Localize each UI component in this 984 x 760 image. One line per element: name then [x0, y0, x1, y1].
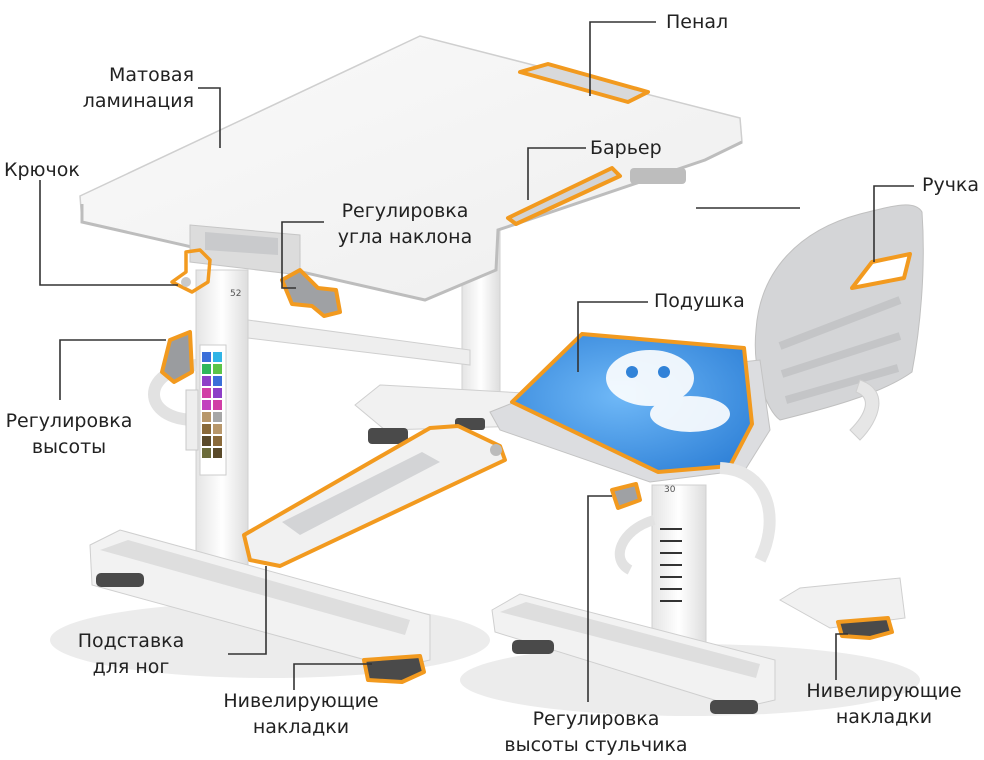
leader-footrest — [228, 566, 267, 655]
label-matte-line1: Матовая — [109, 64, 194, 86]
desk: 52 — [79, 35, 743, 684]
chair: 30 — [489, 204, 924, 714]
height-lever — [160, 330, 194, 384]
desk-height-scale — [199, 344, 227, 476]
leader-penal — [589, 21, 656, 96]
label-pads-left-line1: Нивелирующие — [223, 690, 379, 712]
desk-top-edge — [80, 140, 743, 302]
label-chair-height-adjust: Регулировка высоты стульчика — [496, 706, 696, 758]
hook — [170, 248, 212, 294]
label-chair-height-line1: Регулировка — [532, 708, 660, 730]
leader-handle — [873, 185, 914, 262]
leveling-pad-left — [362, 654, 426, 684]
label-height-line2: высоты — [31, 436, 107, 458]
label-chair-height-line2: высоты стульчика — [504, 734, 688, 756]
label-matte-lamination: Матовая ламинация — [70, 62, 194, 114]
label-footrest: Подставка для ног — [66, 628, 196, 680]
label-pads-left-line2: накладки — [252, 716, 350, 738]
leader-lines — [39, 21, 914, 702]
chair-scale-number: 30 — [664, 485, 676, 495]
chair-back-base — [779, 577, 906, 629]
chair-back-support — [849, 379, 880, 441]
label-hook: Крючок — [4, 159, 80, 181]
leader-pads-right — [835, 633, 848, 680]
label-cushion: Подушка — [654, 290, 745, 312]
desk-scale-number: 52 — [230, 289, 241, 299]
desk-crossbar — [247, 319, 471, 366]
leader-cushion — [577, 301, 648, 372]
label-footrest-line1: Подставка — [77, 630, 185, 652]
leader-pads-left — [293, 663, 372, 690]
label-tilt-adjust: Регулировка угла наклона — [322, 198, 488, 250]
label-tilt-line1: Регулировка — [341, 200, 469, 222]
leader-chair-height — [587, 495, 612, 702]
label-leveling-pads-right: Нивелирующие накладки — [796, 678, 972, 730]
pencil-tray — [518, 62, 650, 104]
label-penal: Пенал — [666, 11, 729, 33]
leader-tilt — [281, 221, 324, 289]
chair-height-lever — [610, 482, 642, 510]
cushion-monkey — [606, 350, 730, 432]
label-leveling-pads-left: Нивелирующие накладки — [216, 688, 386, 740]
label-height-line1: Регулировка — [5, 410, 133, 432]
tilt-knob — [280, 268, 342, 318]
chair-height-scale — [660, 528, 682, 602]
leader-barrier — [527, 147, 586, 200]
barrier — [506, 166, 622, 226]
label-tilt-line2: угла наклона — [337, 226, 473, 248]
label-handle: Ручка — [922, 174, 980, 196]
label-matte-line2: ламинация — [82, 90, 194, 112]
chair-handle — [850, 252, 912, 290]
label-pads-right-line2: накладки — [835, 706, 933, 728]
leader-hook — [39, 180, 178, 286]
label-barrier: Барьер — [590, 137, 662, 159]
label-height-adjust: Регулировка высоты — [0, 408, 138, 460]
leader-matte — [198, 87, 221, 148]
label-pads-right-line1: Нивелирующие — [806, 680, 962, 702]
label-footrest-line2: для ног — [92, 656, 170, 678]
leader-height — [59, 339, 166, 400]
leveling-pad-right — [836, 616, 894, 640]
